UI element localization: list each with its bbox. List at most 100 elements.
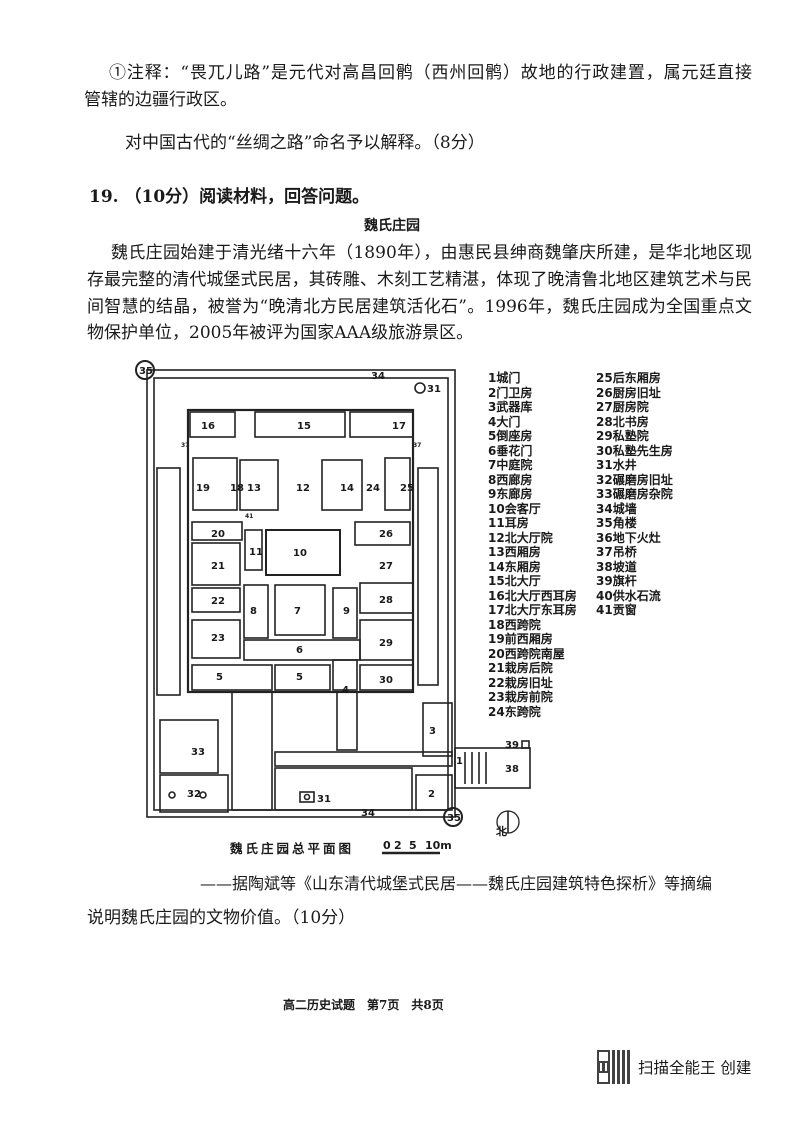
plan-label: 35 bbox=[447, 813, 461, 824]
legend-item: 9东廊房 bbox=[488, 487, 533, 501]
plan-label: 11 bbox=[249, 547, 263, 558]
plan-label: 16 bbox=[201, 421, 215, 432]
legend-item: 13西厢房 bbox=[488, 545, 541, 559]
scale-10m: 10m bbox=[425, 839, 452, 852]
plan-label: 33 bbox=[191, 747, 205, 758]
plan-label: 4 bbox=[342, 685, 349, 696]
plan-label: 25 bbox=[400, 483, 414, 494]
plan-label: 3 bbox=[429, 726, 436, 737]
legend-item: 18西跨院 bbox=[488, 617, 541, 632]
legend-item: 12北大厅院 bbox=[488, 530, 553, 545]
legend-item: 4大门 bbox=[488, 414, 521, 429]
plan-label: 26 bbox=[379, 529, 393, 540]
legend-item: 7中庭院 bbox=[488, 458, 533, 472]
plan-label: 37 bbox=[413, 442, 421, 449]
scale-0: 0 bbox=[383, 839, 391, 852]
legend-item: 14东厢房 bbox=[488, 559, 541, 574]
scanner-watermark: 扫描全能王 创建 bbox=[638, 1059, 752, 1077]
plan-label: 39 bbox=[505, 740, 519, 751]
legend-item: 22栽房旧址 bbox=[488, 675, 553, 690]
legend-item: 29私塾院 bbox=[596, 429, 649, 443]
plan-label: 5 bbox=[216, 672, 223, 683]
scale-5: 5 bbox=[409, 839, 417, 852]
plan-label: 6 bbox=[296, 645, 303, 656]
legend-item: 1城门 bbox=[488, 371, 521, 385]
plan-label: 32 bbox=[187, 789, 201, 800]
legend-item: 27厨房院 bbox=[596, 400, 649, 414]
plan-label: 21 bbox=[211, 561, 225, 572]
plan-label: 19 bbox=[196, 483, 210, 494]
north-label: 北 bbox=[496, 824, 507, 838]
legend-item: 23栽房前院 bbox=[488, 690, 553, 704]
plan-label: 41 bbox=[245, 513, 253, 520]
plan-label: 2 bbox=[428, 789, 435, 800]
legend-item: 36地下火灶 bbox=[596, 530, 661, 545]
q18-task: 对中国古代的“丝绸之路”命名予以解释。（8分） bbox=[125, 133, 485, 153]
source-citation: ——据陶斌等《山东清代城堡式民居——魏氏庄园建筑特色探析》等摘编 bbox=[200, 874, 713, 893]
plan-label: 38 bbox=[505, 764, 519, 775]
plan-label: 18 bbox=[230, 483, 244, 494]
scale-2: 2 bbox=[394, 839, 402, 852]
legend-item: 21栽房后院 bbox=[488, 661, 553, 675]
plan-label: 5 bbox=[296, 672, 303, 683]
plan-label: 7 bbox=[294, 606, 301, 617]
plan-label: 34 bbox=[371, 371, 385, 382]
plan-label: 13 bbox=[247, 483, 261, 494]
plan-label: 10 bbox=[293, 548, 307, 559]
plan-label: 30 bbox=[379, 675, 393, 686]
plan-label: 31 bbox=[427, 384, 441, 395]
plan-label: 29 bbox=[379, 638, 393, 649]
paragraph-line-3: 间智慧的结晶，被誉为“晚清北方民居建筑活化石”。1996年，魏氏庄园成为全国重点… bbox=[87, 297, 752, 317]
legend-item: 30私塾先生房 bbox=[596, 443, 673, 458]
paragraph-line-2: 存最完整的清代城堡式民居，其砖雕、木刻工艺精湛，体现了晚清鲁北地区建筑艺术与民 bbox=[87, 270, 752, 290]
plan-label: 15 bbox=[297, 421, 311, 432]
legend-item: 3武器库 bbox=[488, 400, 533, 414]
legend-item: 8西廊房 bbox=[488, 472, 533, 487]
page-footer: 高二历史试题 第7页 共8页 bbox=[283, 998, 444, 1012]
legend-item: 17北大厅东耳房 bbox=[488, 603, 577, 617]
plan-label: 34 bbox=[361, 808, 375, 819]
plan-label: 20 bbox=[211, 529, 225, 540]
legend-item: 25后东厢房 bbox=[596, 371, 661, 385]
paragraph-line-1: 魏氏庄园始建于清光绪十六年（1890年），由惠民县绅商魏肇庆所建，是华北地区现 bbox=[111, 243, 752, 263]
legend-item: 39旗杆 bbox=[596, 574, 637, 588]
plan-label: 35 bbox=[139, 366, 153, 377]
legend-item: 35角楼 bbox=[596, 516, 637, 530]
legend-item: 5倒座房 bbox=[488, 429, 533, 443]
legend-item: 32碾磨房旧址 bbox=[596, 472, 673, 487]
plan-label: 1 bbox=[456, 756, 463, 767]
plan-label: 17 bbox=[392, 421, 406, 432]
walls bbox=[135, 360, 531, 834]
plan-label: 24 bbox=[366, 483, 380, 494]
plan-label: 9 bbox=[343, 606, 350, 617]
legend-item: 41贡窗 bbox=[596, 603, 637, 617]
legend-item: 34城墙 bbox=[596, 501, 637, 516]
legend-item: 37吊桥 bbox=[596, 545, 637, 559]
legend-item: 19前西厢房 bbox=[488, 632, 553, 646]
plan-label: 12 bbox=[296, 483, 310, 494]
plan-label: 23 bbox=[211, 633, 225, 644]
plan-label: 31 bbox=[317, 794, 331, 805]
legend-item: 31水井 bbox=[596, 458, 637, 472]
legend-item: 26厨房旧址 bbox=[596, 385, 661, 400]
legend-item: 15北大厅 bbox=[488, 574, 541, 588]
material-title: 魏氏庄园 bbox=[364, 218, 420, 234]
plan-label: 37 bbox=[181, 442, 189, 449]
plan-label: 28 bbox=[379, 595, 393, 606]
plan-label: 22 bbox=[211, 596, 225, 607]
q19-heading: 19. （10分）阅读材料，回答问题。 bbox=[89, 187, 370, 207]
legend-item: 2门卫房 bbox=[488, 385, 533, 400]
note-line-2: 管辖的边疆行政区。 bbox=[84, 90, 237, 110]
legend-item: 20西跨院南屋 bbox=[488, 646, 565, 661]
plan-label: 14 bbox=[340, 483, 354, 494]
legend-item: 33碾磨房杂院 bbox=[596, 487, 673, 501]
legend-item: 28北书房 bbox=[596, 414, 649, 429]
plan-caption: 魏氏庄园总平面图 bbox=[229, 841, 354, 856]
legend-item: 11耳房 bbox=[488, 516, 529, 530]
legend-item: 38坡道 bbox=[596, 559, 637, 574]
legend-item: 6垂花门 bbox=[488, 443, 533, 458]
paragraph-line-4: 物保护单位，2005年被评为国家AAA级旅游景区。 bbox=[87, 323, 474, 343]
